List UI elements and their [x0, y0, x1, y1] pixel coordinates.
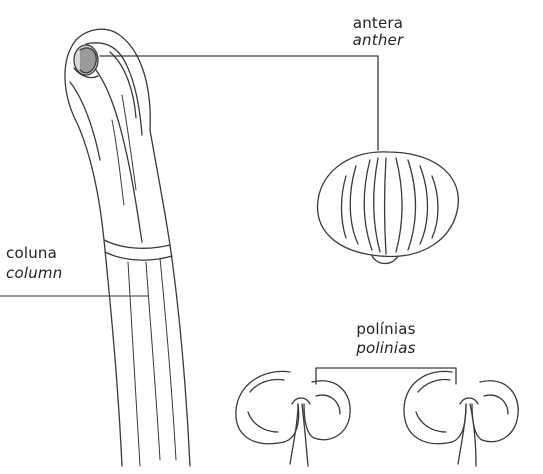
column-label-pt: coluna: [6, 244, 57, 262]
pollinia-right-pair: [404, 371, 518, 466]
pollinia-label-en: polinias: [356, 339, 415, 357]
anther-label-en: anther: [353, 31, 404, 49]
pollinia-left-pair: [236, 371, 350, 466]
anther-label-pt: antera: [353, 14, 403, 32]
column-label-en: column: [6, 264, 62, 282]
pollinia-label-pt: polínias: [356, 320, 415, 338]
anther-drawing: [318, 152, 459, 264]
anther-leader-line: [100, 56, 378, 150]
